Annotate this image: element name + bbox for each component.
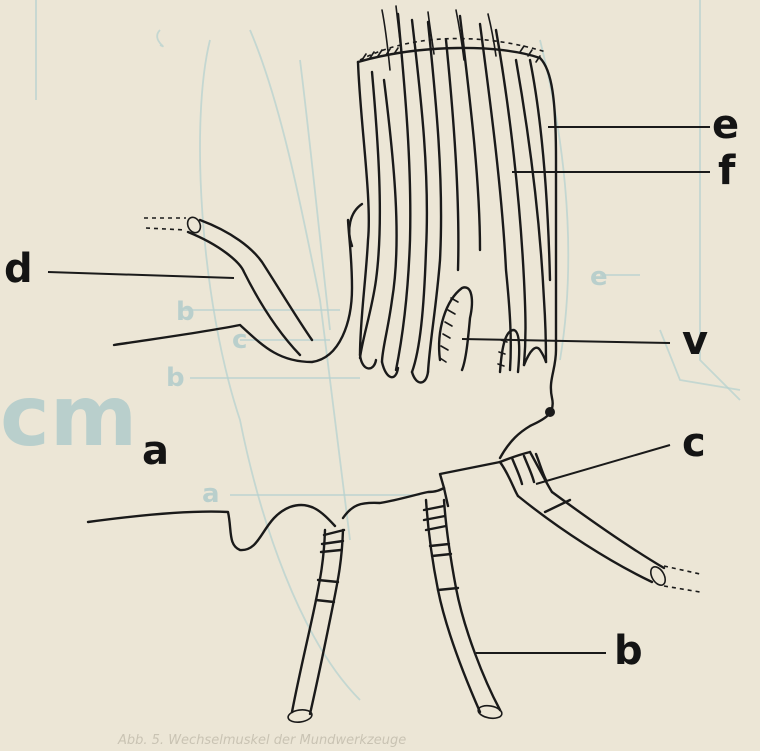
- svg-text:cm: cm: [0, 367, 137, 465]
- svg-text:b: b: [166, 363, 185, 393]
- label-v: v: [682, 318, 708, 364]
- leader-d: [48, 272, 234, 278]
- label-e: e: [712, 102, 739, 148]
- tube-d: [144, 215, 312, 355]
- leader-v: [462, 339, 670, 343]
- label-b: b: [614, 628, 643, 674]
- label-f: f: [718, 148, 736, 194]
- svg-text:Abb. 5. Wechselmuskel der Mund: Abb. 5. Wechselmuskel der Mundwerkzeuge: [117, 733, 406, 748]
- svg-text:e: e: [590, 262, 608, 292]
- stalk-left: [287, 530, 344, 724]
- tube-c: [500, 452, 700, 592]
- leader-c: [536, 445, 670, 484]
- svg-text:b: b: [176, 297, 195, 327]
- label-c: c: [682, 420, 706, 466]
- label-d: d: [4, 246, 33, 292]
- svg-text:a: a: [202, 479, 220, 509]
- stalk-right: [424, 500, 503, 720]
- label-a: a: [142, 428, 169, 474]
- comb-structure: [358, 6, 556, 458]
